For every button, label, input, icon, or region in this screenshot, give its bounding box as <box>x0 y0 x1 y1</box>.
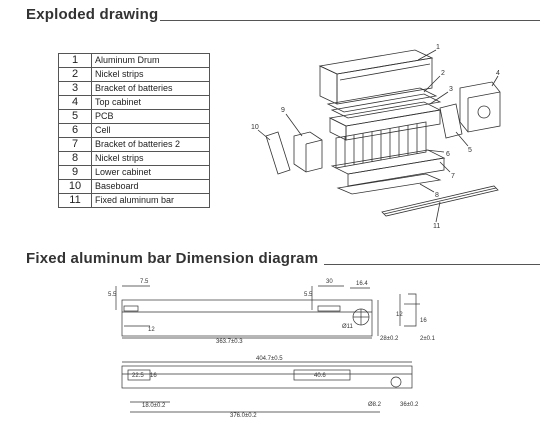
exploded-title-rule <box>160 20 540 21</box>
aluminum-drum <box>318 49 434 105</box>
lower-nickel-strips <box>336 173 442 195</box>
part-name: Fixed aluminum bar <box>91 193 210 208</box>
callout-11: 11 <box>433 223 440 230</box>
callout-5: 5 <box>468 147 472 154</box>
exploded-drawing-title: Exploded drawing <box>26 6 159 23</box>
callout-4: 4 <box>496 70 500 77</box>
callout-2: 2 <box>441 70 445 77</box>
battery-bracket-2 <box>330 149 446 187</box>
baseboard <box>265 131 291 175</box>
callout-10: 10 <box>251 124 259 131</box>
lower-cabinet <box>293 131 323 173</box>
upper-nickel-strips <box>326 87 442 119</box>
callout-3: 3 <box>449 86 453 93</box>
callout-8: 8 <box>435 192 439 199</box>
callout-9: 9 <box>281 107 285 114</box>
pcb <box>439 103 463 139</box>
fixed-aluminum-bar <box>381 185 499 217</box>
dimension-diagram-title: Fixed aluminum bar Dimension diagram <box>26 250 319 267</box>
dimension-title-rule <box>324 264 540 265</box>
battery-cells <box>335 121 427 169</box>
callout-7: 7 <box>451 173 455 180</box>
callout-1: 1 <box>436 44 440 51</box>
top-cabinet <box>459 81 501 133</box>
callout-6: 6 <box>446 151 450 158</box>
